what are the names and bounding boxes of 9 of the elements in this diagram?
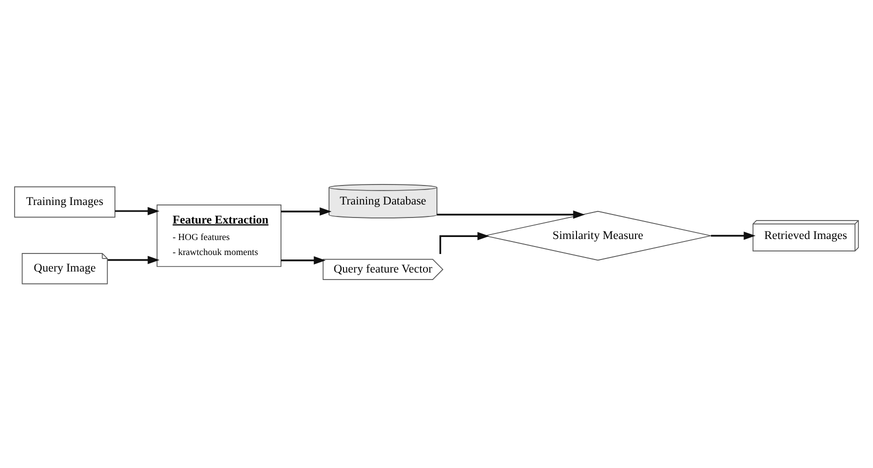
arrow	[710, 231, 756, 240]
arrow	[281, 256, 326, 264]
arrow	[436, 210, 585, 218]
arrow	[281, 206, 332, 216]
arrow	[108, 255, 160, 264]
arrow	[439, 232, 490, 254]
node-box: Feature Extraction - HOG features - krawtchouk moments	[156, 204, 282, 266]
node-box: Training Images	[14, 186, 116, 218]
arrow	[115, 206, 160, 215]
